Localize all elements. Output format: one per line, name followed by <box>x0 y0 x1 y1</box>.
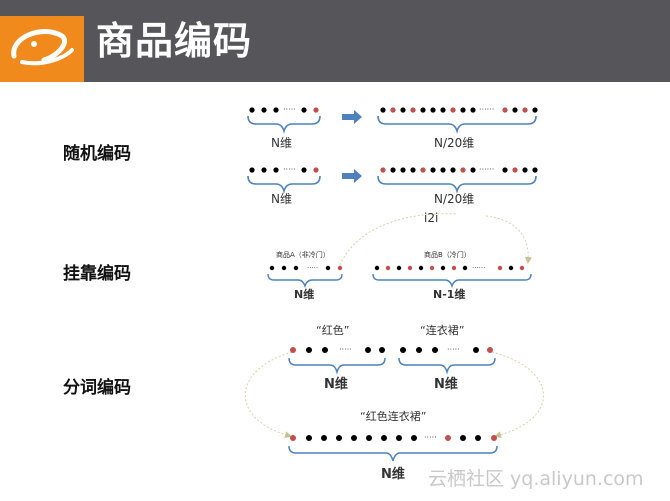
segment-row: “红色” “连衣裙” ····· N维 ····· N维 “红色连衣裙” <box>244 323 544 482</box>
svg-text:······: ······ <box>472 264 485 272</box>
row-label-attach: 挂靠编码 <box>63 264 131 284</box>
product-b-label: 商品B（冷门） <box>424 250 471 259</box>
n20-label: N/20维 <box>434 136 474 150</box>
row-label-random: 随机编码 <box>63 144 131 164</box>
product-a-label: 商品A（非冷门） <box>276 250 330 259</box>
n-label: N维 <box>324 376 348 392</box>
svg-text:·····: ····· <box>339 345 352 354</box>
i2i-arrow <box>339 213 528 265</box>
n-label: N维 <box>271 192 292 206</box>
page-title: 商品编码 <box>96 19 253 63</box>
n-label: N维 <box>294 287 314 301</box>
svg-text:······: ······ <box>479 105 494 114</box>
n-label: N维 <box>381 466 405 482</box>
row-label-segment: 分词编码 <box>63 378 131 398</box>
word-red-dress: “红色连衣裙” <box>360 409 426 423</box>
header-bar <box>0 0 670 82</box>
random-row-1: ····· N维 ······ N/20维 <box>247 105 538 150</box>
left-curve-arrow <box>244 351 293 439</box>
word-red: “红色” <box>316 323 349 337</box>
svg-text:·····: ····· <box>283 105 296 114</box>
alibaba-logo-icon <box>11 29 74 66</box>
right-arrow-icon <box>342 110 362 124</box>
word-dress: “连衣裙” <box>420 323 464 337</box>
svg-text:·····: ····· <box>424 433 437 442</box>
right-curve-arrow <box>491 351 544 439</box>
attach-row: i2i 商品A（非冷门） 商品B（冷门） ····· N维 ······ N-1… <box>267 211 531 301</box>
n20-label: N/20维 <box>434 192 474 206</box>
n1-label: N-1维 <box>433 287 465 301</box>
watermark: 云栖社区 yq.aliyun.com <box>428 468 644 490</box>
logo-box <box>0 16 84 82</box>
brace <box>247 115 321 134</box>
svg-text:·····: ····· <box>447 345 460 354</box>
n-label: N维 <box>434 376 458 392</box>
svg-text:·····: ····· <box>307 264 318 272</box>
right-arrow-icon <box>342 169 362 183</box>
svg-text:······: ······ <box>479 165 494 174</box>
i2i-label: i2i <box>424 211 438 225</box>
random-row-2: ····· N维 ······ N/20维 <box>247 165 538 206</box>
svg-text:·····: ····· <box>283 165 296 174</box>
n-label: N维 <box>271 136 292 150</box>
